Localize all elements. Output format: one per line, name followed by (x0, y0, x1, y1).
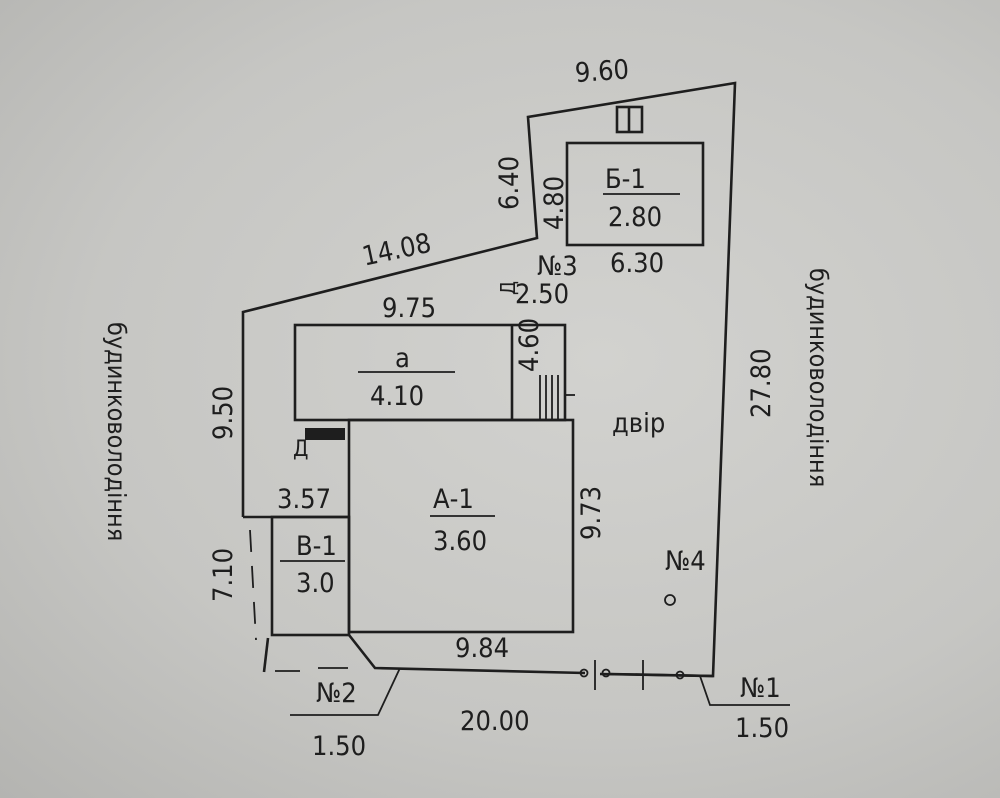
gate-post-icon (579, 668, 589, 678)
gate-post-left (262, 637, 270, 673)
dim-left-upper: 6.40 (494, 156, 525, 210)
gate-post-icon (601, 668, 611, 678)
dim-a1-bottom: 9.84 (455, 633, 509, 664)
dim-left-lower: 7.10 (208, 548, 239, 602)
marker-n4: №4 (665, 546, 706, 577)
entrance-left-symbol: Д (293, 437, 308, 462)
leader-n1 (699, 675, 790, 706)
fence-front (609, 672, 714, 678)
dim-b1-bottom: 6.30 (610, 248, 664, 279)
stairs-icon (539, 375, 575, 420)
neighbor-label-left: будинковолодіння (102, 322, 131, 541)
marker-n2-value: 1.50 (312, 731, 366, 762)
dim-b1-side: 4.80 (539, 176, 570, 230)
label-A1-name: А-1 (433, 484, 474, 515)
dim-v1-top: 3.57 (277, 484, 331, 515)
marker-n3: №3 (537, 251, 578, 282)
gate-post-icon (675, 670, 685, 680)
dim-porch-top: 2.50 (515, 279, 569, 310)
fence-front (347, 634, 586, 675)
dim-a1-side: 9.73 (576, 486, 607, 540)
building-B1 (565, 141, 705, 247)
dim-left-mid: 9.50 (208, 386, 239, 440)
dim-right-side: 27.80 (746, 348, 777, 418)
dashed-boundary (249, 529, 257, 641)
entrance-top-symbol: Д (496, 281, 520, 295)
leader-n2 (290, 667, 401, 716)
marker-n1: №1 (740, 673, 781, 704)
label-a-name: а (395, 343, 410, 374)
dim-porch-side: 4.60 (514, 318, 545, 372)
label-B1-name: Б-1 (605, 164, 646, 195)
label-A1-height: 3.60 (433, 526, 487, 557)
steps-icon (305, 428, 345, 440)
label-a-height: 4.10 (370, 381, 424, 412)
building-V1 (270, 515, 351, 637)
marker-n2: №2 (316, 678, 357, 709)
neighbor-label-right: будинковолодіння (804, 268, 833, 487)
marker-n1-value: 1.50 (735, 713, 789, 744)
label-V1-name: В-1 (296, 531, 337, 562)
label-V1-height: 3.0 (296, 568, 335, 599)
label-B1-height: 2.80 (608, 202, 662, 233)
dim-front: 20.00 (460, 706, 530, 737)
dim-top-right: 9.60 (574, 54, 630, 89)
marker-n4-circle (664, 594, 676, 606)
dim-a-top: 9.75 (382, 293, 436, 324)
label-yard: двір (612, 408, 665, 439)
